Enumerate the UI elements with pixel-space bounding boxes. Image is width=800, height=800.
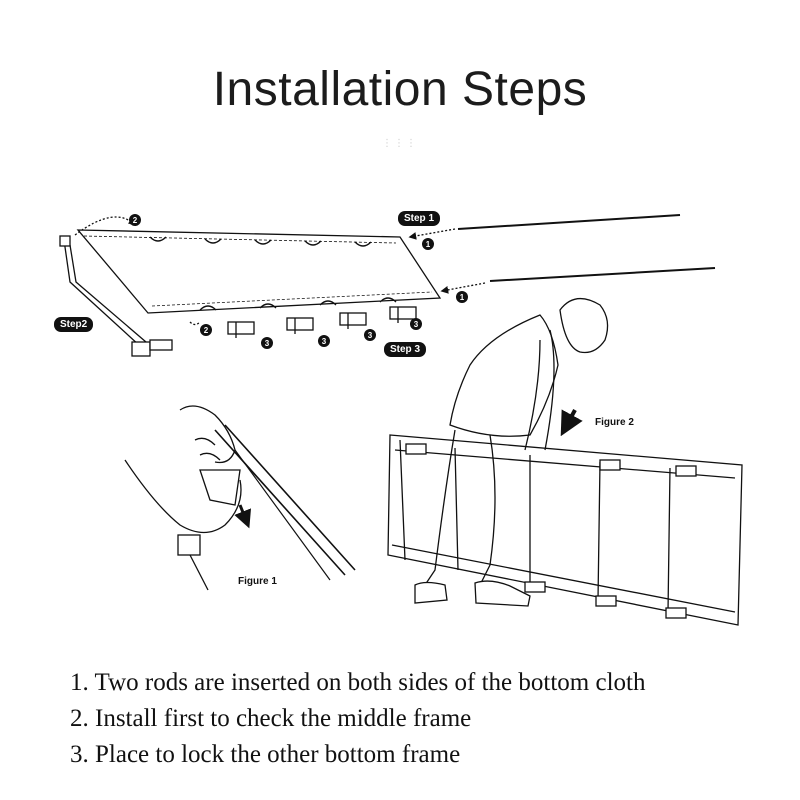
- step-markers: 2 1 1 2 3 3 3 3: [129, 214, 468, 349]
- svg-text:3: 3: [414, 320, 419, 329]
- svg-text:1: 1: [426, 240, 431, 249]
- svg-text:3: 3: [368, 331, 373, 340]
- svg-text:1: 1: [460, 293, 465, 302]
- divider-dots: ⋮⋮⋮: [382, 138, 418, 149]
- marker-3-a: 3: [261, 337, 273, 349]
- instruction-item-2: 2. Install first to check the middle fra…: [70, 705, 472, 732]
- svg-text:3: 3: [322, 337, 327, 346]
- cot-cloth-diagram: [59, 214, 716, 357]
- instruction-item-1: 1. Two rods are inserted on both sides o…: [70, 669, 646, 696]
- svg-text:2: 2: [204, 326, 209, 335]
- step3-label: Step 3: [384, 342, 427, 357]
- marker-1-top: 1: [422, 238, 434, 250]
- step1-label: Step 1: [398, 211, 441, 226]
- marker-1-bottom: 1: [456, 291, 468, 303]
- page-title: Installation Steps: [212, 63, 588, 116]
- marker-3-c: 3: [364, 329, 376, 341]
- step2-label: Step2: [54, 317, 94, 332]
- figure2-label: Figure 2: [595, 417, 634, 428]
- figure1-label: Figure 1: [238, 576, 277, 587]
- marker-2-bottom: 2: [200, 324, 212, 336]
- instruction-item-3: 3. Place to lock the other bottom frame: [70, 741, 461, 768]
- svg-text:2: 2: [133, 216, 138, 225]
- svg-text:3: 3: [265, 339, 270, 348]
- figure1-drawing: [124, 405, 356, 591]
- figure2-drawing: [387, 298, 743, 626]
- instructions-list: 1. Two rods are inserted on both sides o…: [70, 665, 790, 773]
- marker-3-d: 3: [410, 318, 422, 330]
- marker-2-top: 2: [129, 214, 141, 226]
- marker-3-b: 3: [318, 335, 330, 347]
